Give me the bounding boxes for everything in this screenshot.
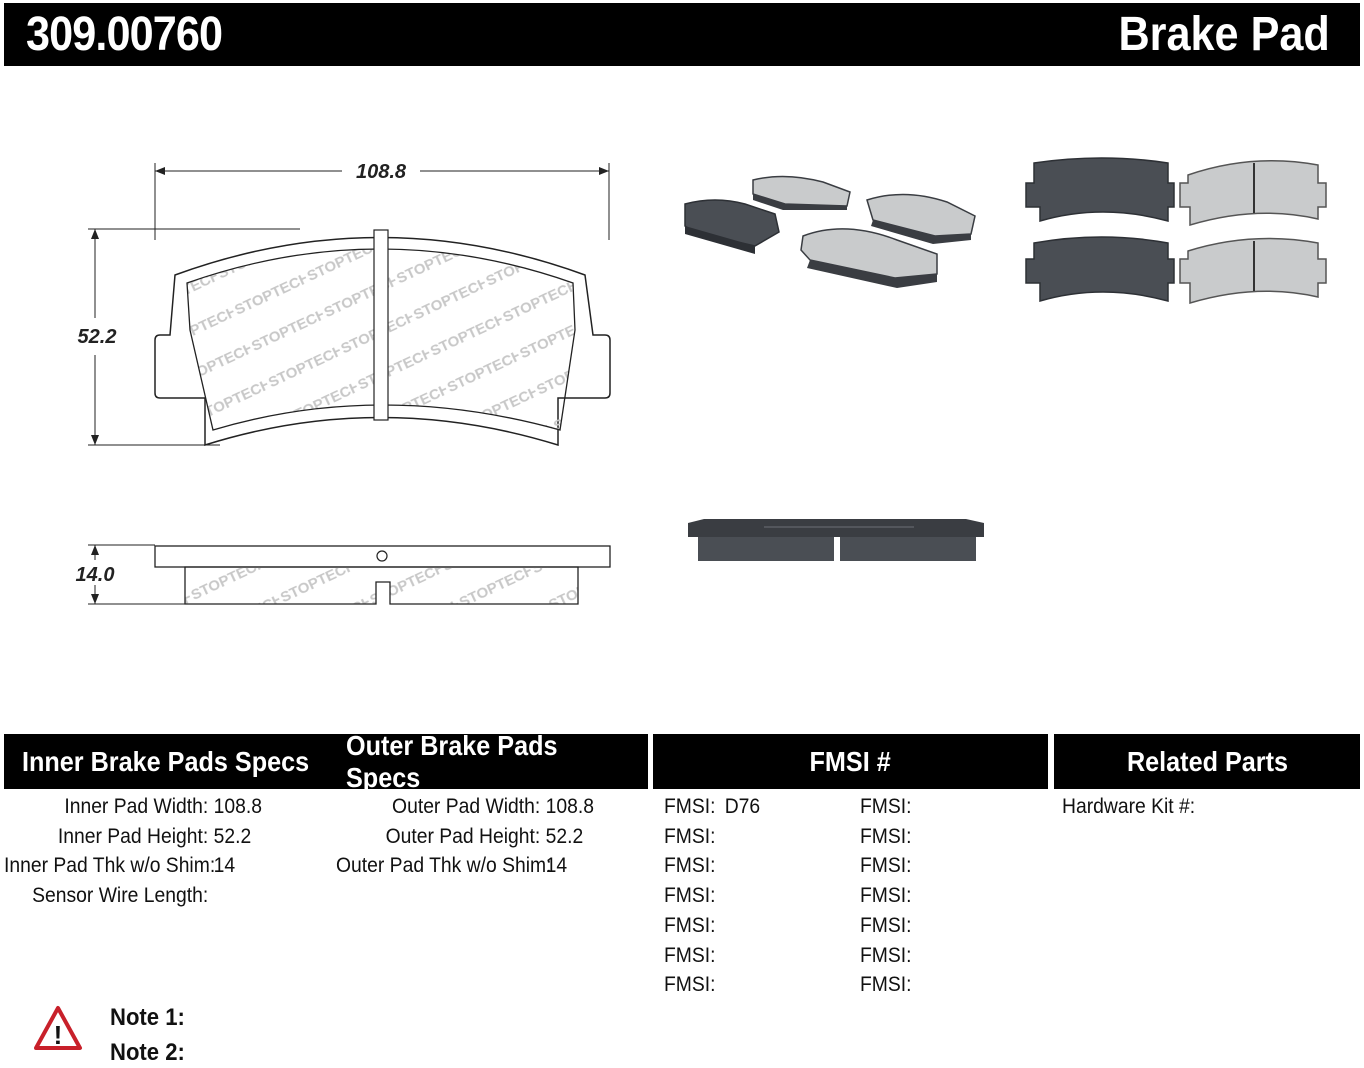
inner-specs-list: Inner Pad Width: 108.8 Inner Pad Height:…	[4, 792, 284, 911]
warning-icon: !	[34, 1006, 82, 1050]
width-dim-label: 108.8	[356, 161, 407, 183]
product-type: Brake Pad	[1118, 8, 1330, 61]
inner-spec-row: Inner Pad Width: 108.8	[64, 795, 262, 818]
svg-text:!: !	[54, 1020, 63, 1050]
fmsi-row: FMSI:	[664, 973, 716, 997]
pad-set-photo	[684, 175, 976, 288]
outer-specs-title: Outer Brake Pads Specs	[346, 729, 558, 793]
inner-spec-row: Sensor Wire Length:	[32, 884, 209, 908]
width-dimension: 108.8	[154, 161, 610, 240]
pad-image-1	[684, 199, 780, 254]
height-dim-label: 52.2	[78, 326, 117, 348]
note-2: Note 2:	[110, 1039, 185, 1066]
inner-spec-row: Inner Pad Height: 52.2	[57, 824, 252, 848]
fmsi-row: FMSI:	[860, 854, 912, 878]
height-dimension: 52.2	[78, 228, 300, 446]
fmsi-row: FMSI:	[860, 795, 912, 818]
fmsi-row: FMSI:	[664, 913, 716, 937]
inner-spec-row: Inner Pad Thk w/o Shim: 14	[4, 854, 236, 878]
fmsi-row: FMSI:	[664, 884, 716, 908]
pad-image-3	[866, 193, 976, 244]
inner-specs-title: Inner Brake Pads Specs	[22, 745, 310, 777]
note-1: Note 1:	[110, 1004, 185, 1031]
pad-drawing: STOPTECH 108.8 52.2 14.0	[76, 161, 611, 605]
side-friction-material	[184, 566, 579, 605]
fmsi-row: FMSI:D76	[664, 795, 761, 818]
title-banner: 309.00760 Brake Pad	[4, 3, 1360, 66]
center-slot	[373, 229, 389, 421]
friction-face-top	[1179, 160, 1327, 227]
pad-faces-photo	[1025, 157, 1327, 305]
hardware-kit-row: Hardware Kit #:	[1062, 795, 1196, 818]
fmsi-title: FMSI #	[809, 745, 892, 777]
related-header: Related Parts	[1054, 734, 1360, 789]
related-parts-list: Hardware Kit #:	[1062, 792, 1207, 822]
fmsi-row: FMSI:	[860, 973, 912, 997]
fmsi-row: FMSI:	[664, 943, 716, 967]
pad-side-photo	[688, 519, 984, 561]
outer-spec-row: Outer Pad Height: 52.2	[385, 824, 584, 848]
side-sensor-hole	[376, 550, 388, 562]
backing-face-top	[1025, 157, 1175, 222]
friction-face-bottom	[1179, 237, 1327, 305]
outer-spec-row: Outer Pad Thk w/o Shim: 14	[336, 854, 568, 878]
fmsi-list-right: FMSI: FMSI: FMSI: FMSI: FMSI: FMSI: FMSI…	[860, 792, 926, 1000]
fmsi-row: FMSI:	[860, 884, 912, 908]
thickness-dim-label: 14.0	[76, 564, 115, 586]
thickness-dimension: 14.0	[76, 544, 185, 605]
backing-face-bottom	[1025, 236, 1175, 302]
part-number: 309.00760	[26, 8, 223, 61]
specs-header: Inner Brake Pads Specs Outer Brake Pads …	[4, 730, 648, 793]
fmsi-row: FMSI:	[860, 824, 912, 848]
fmsi-row: FMSI:	[860, 913, 912, 937]
pad-image-4	[800, 228, 938, 288]
fmsi-row: FMSI:	[664, 854, 716, 878]
pad-image-2	[752, 175, 851, 210]
outer-specs-list: Outer Pad Width: 108.8 Outer Pad Height:…	[336, 792, 616, 881]
fmsi-list-left: FMSI:D76 FMSI: FMSI: FMSI: FMSI: FMSI: F…	[664, 792, 769, 1000]
fmsi-row: FMSI:	[664, 824, 716, 848]
outer-spec-row: Outer Pad Width: 108.8	[392, 795, 594, 818]
fmsi-row: FMSI:	[860, 943, 912, 967]
fmsi-header: FMSI #	[653, 734, 1048, 789]
related-title: Related Parts	[1126, 745, 1288, 777]
